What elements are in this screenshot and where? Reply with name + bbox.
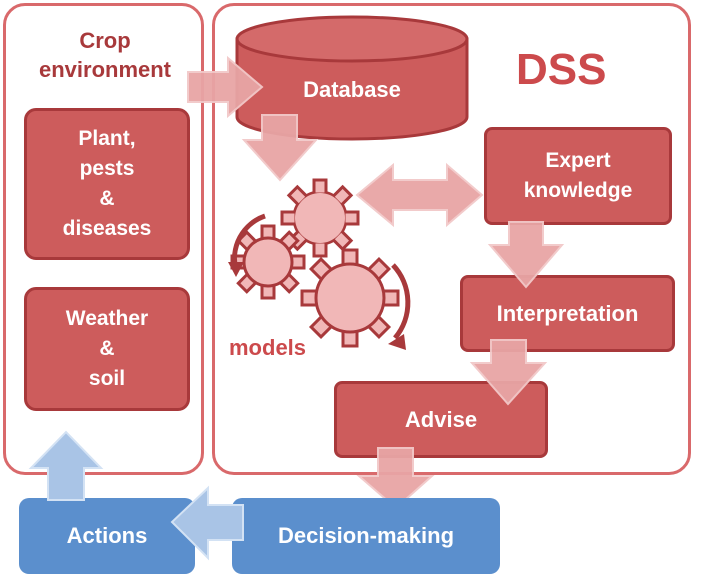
arrow-down-icon xyxy=(241,114,319,182)
plant-line1: Plant, xyxy=(78,127,136,150)
expert-line2: knowledge xyxy=(523,179,633,202)
weather-line3: soil xyxy=(88,367,126,390)
crop-environment-title: Crop environment xyxy=(10,26,200,84)
plant-pests-diseases-box: Plant, pests & diseases xyxy=(24,108,190,260)
arrow-down-icon xyxy=(469,339,548,406)
arrow-down-icon xyxy=(487,221,565,289)
weather-soil-box: Weather & soil xyxy=(24,287,190,411)
gear-icon xyxy=(280,178,360,258)
decision-making-box: Decision-making xyxy=(232,498,500,574)
plant-line2: pests xyxy=(79,157,135,180)
plant-line4: diseases xyxy=(62,217,152,240)
dss-title: DSS xyxy=(516,45,607,94)
expert-line1: Expert xyxy=(545,149,611,172)
arrow-right-icon xyxy=(187,55,264,119)
arrow-down-icon xyxy=(356,447,435,510)
arrow-up-icon xyxy=(28,430,104,501)
gear-icon xyxy=(300,248,400,348)
plant-line3: & xyxy=(99,187,115,210)
interpretation-box: Interpretation xyxy=(460,275,675,352)
models-label: models xyxy=(229,335,307,360)
crop-title-line2: environment xyxy=(38,57,172,82)
expert-knowledge-box: Expert knowledge xyxy=(484,127,672,225)
weather-line2: & xyxy=(99,337,115,360)
weather-line1: Weather xyxy=(65,307,149,330)
database-label: Database xyxy=(303,77,401,102)
actions-box: Actions xyxy=(19,498,195,574)
gear-icon xyxy=(230,224,306,300)
crop-title-line1: Crop xyxy=(79,28,131,53)
arrow-left-icon xyxy=(170,485,244,561)
double-arrow-icon xyxy=(355,162,484,228)
